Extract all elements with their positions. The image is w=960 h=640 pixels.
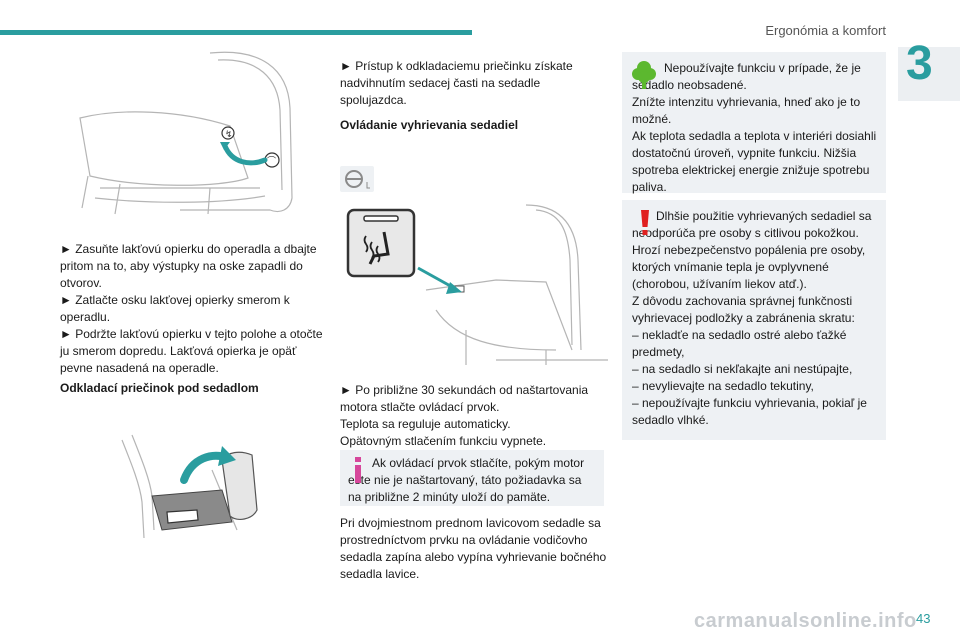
armrest-steps: ► Zasuňte lakťovú opierku do operadla a … [60, 241, 330, 377]
heating-heading: Ovládanie vyhrievania sedadiel [340, 118, 519, 132]
svg-text:↯: ↯ [225, 130, 233, 140]
warning-line-3: Z dôvodu zachovania správnej funkčnosti … [632, 294, 855, 325]
warning-box: Dlhšie použitie vyhrievaných sedadiel sa… [622, 200, 886, 440]
watermark: carmanualsonline.info [694, 610, 917, 632]
warning-line-4: – nekladťe na sedadlo ostré alebo ťažké … [632, 328, 847, 359]
warning-line-5: – na sedadlo si nekľakajte ani nestúpajt… [632, 362, 853, 376]
svg-text:⌒: ⌒ [267, 156, 276, 167]
chapter-tab [898, 47, 960, 101]
bench-seat-note: Pri dvojmiestnom prednom lavicovom sedad… [340, 515, 610, 583]
info-text: Ak ovládací prvok stlačíte, pokým motor … [348, 456, 585, 504]
warning-line-2: Hrozí nebezpečenstvo popálenia pre osoby… [632, 243, 866, 291]
eco-line-1: Nepoužívajte funkciu v prípade, že je se… [632, 61, 861, 92]
steering-wheel-icon [340, 166, 374, 192]
warning-line-1: Dlhšie použitie vyhrievaných sedadiel sa… [632, 209, 872, 240]
heating-step-3: Opätovným stlačením funkciu vypnete. [340, 434, 547, 448]
heating-step-1: ► Po približne 30 sekundách od naštartov… [340, 383, 589, 414]
chapter-number: 3 [906, 37, 933, 90]
seat-heating-button-illustration [346, 204, 608, 365]
page-number: 43 [916, 611, 931, 626]
armrest-illustration: ↯ ⌒ [79, 51, 293, 215]
exclamation-warning-icon [641, 210, 649, 235]
tree-eco-icon [632, 61, 656, 89]
heating-step-2: Teplota sa reguluje automaticky. [340, 417, 511, 431]
info-icon [355, 457, 361, 483]
storage-drawer-illustration [121, 434, 258, 539]
bench-seat-text: Pri dvojmiestnom prednom lavicovom sedad… [340, 516, 607, 581]
storage-intro: ► Prístup k odkladaciemu priečinku získa… [340, 58, 610, 109]
armrest-step-2: ► Zatlačte osku lakťovej opierky smerom … [60, 293, 290, 324]
warning-line-7: – nepoužívajte funkciu vyhrievania, poki… [632, 396, 867, 427]
armrest-step-3: ► Podržte lakťovú opierku v tejto polohe… [60, 327, 323, 375]
eco-line-3: Ak teplota sedadla a teplota v interiéri… [632, 129, 877, 194]
info-box: Ak ovládací prvok stlačíte, pokým motor … [340, 450, 604, 506]
warning-line-6: – nevylievajte na sedadlo tekutiny, [632, 379, 814, 393]
header-accent-bar [0, 30, 472, 35]
storage-heading: Odkladací priečinok pod sedadlom [60, 381, 259, 395]
eco-box: Nepoužívajte funkciu v prípade, že je se… [622, 52, 886, 194]
storage-intro-text: ► Prístup k odkladaciemu priečinku získa… [340, 59, 573, 107]
eco-line-2: Znížte intenzitu vyhrievania, hneď ako j… [632, 95, 861, 126]
section-title: Ergonómia a komfort [765, 23, 886, 38]
armrest-step-1: ► Zasuňte lakťovú opierku do operadla a … [60, 242, 317, 290]
heating-steps: ► Po približne 30 sekundách od naštartov… [340, 382, 610, 450]
